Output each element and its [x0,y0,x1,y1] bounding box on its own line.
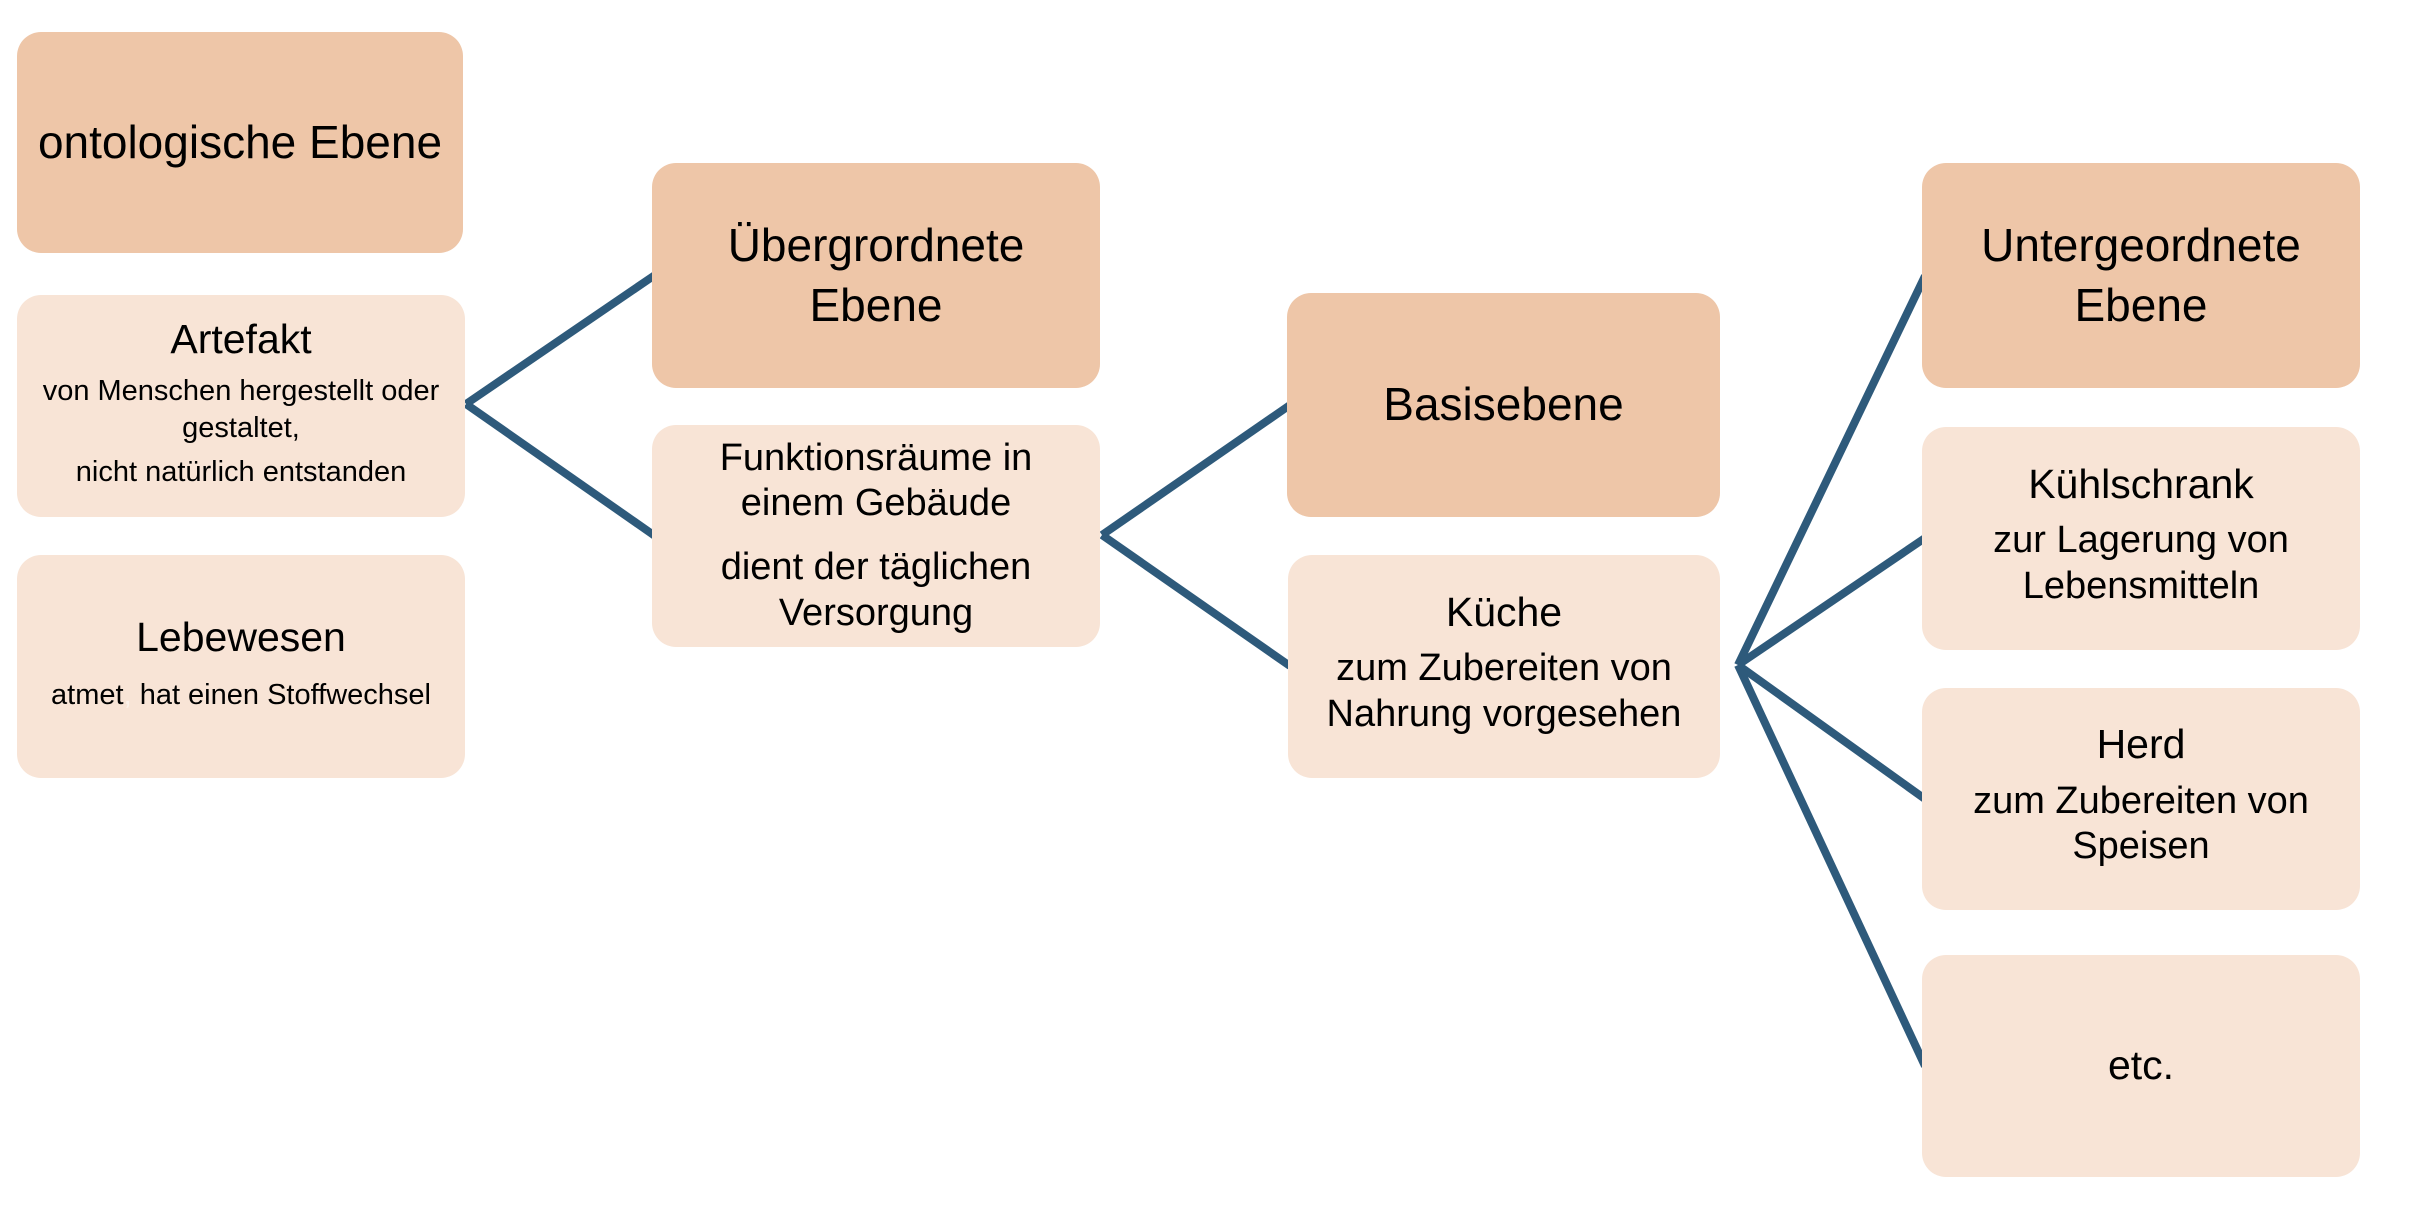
edge-artefakt-uebergeordnete [463,271,658,408]
node-description: zum Zubereiten von Speisen [1973,779,2309,868]
node-description: dient der täglichen Versorgung [720,546,1032,634]
node-description: zur Lagerung von Lebensmitteln [1993,519,2289,607]
node-kuehlschrank: Kühlschrank zur Lagerung von Lebensmitte… [1922,427,2360,650]
node-etc: etc. [1922,955,2360,1177]
node-title: Basisebene [1383,378,1624,431]
node-herd: Herd zum Zubereiten von Speisen [1922,688,2360,910]
node-title: ontologische Ebene [37,115,443,168]
node-untergeordnete-ebene: Untergeordnete Ebene [1922,163,2360,388]
edge-artefakt-funktionsraeume [463,400,658,540]
node-basisebene: Basisebene [1287,293,1720,517]
muted-comma: , [123,679,132,711]
node-kueche: Küche zum Zubereiten von Nahrung vorgese… [1288,555,1720,778]
node-artefakt: Artefakt von Menschen hergestellt oder g… [17,295,465,517]
edge-kueche-kuehlschrank [1735,534,1928,669]
node-title: Artefakt [170,316,312,362]
node-title: Küche [1445,588,1563,635]
node-ontologische-ebene: ontologische Ebene [17,32,463,253]
node-lebewesen: Lebewesen atmet, hat einen Stoffwechsel [17,555,465,778]
edge-funktionsraeume-basisebene [1099,401,1293,539]
node-description: Funktionsräume in einem Gebäude [719,436,1033,525]
node-uebergeordnete-ebene: Übergrordnete Ebene [652,163,1100,388]
edge-funktionsraeume-kueche [1099,531,1293,670]
edge-kueche-etc [1734,663,1929,1068]
node-description: atmet, hat einen Stoffwechsel [51,679,431,711]
edge-kueche-herd [1735,661,1928,803]
node-description: von Menschen hergestellt oder gestaltet, [42,375,440,444]
node-title: Kühlschrank [2028,460,2254,507]
node-title: Lebewesen [136,613,346,660]
node-title: Herd [2096,721,2186,768]
node-description: zum Zubereiten von Nahrung vorgesehen [1326,647,1682,735]
node-title: Übergrordnete Ebene [727,218,1025,331]
node-title: Untergeordnete Ebene [1981,218,2301,331]
node-title: etc. [2107,1042,2175,1089]
node-description: nicht natürlich entstanden [75,455,407,488]
node-funktionsraeume: Funktionsräume in einem Gebäude dient de… [652,425,1100,647]
edge-kueche-untergeordnete [1734,274,1929,667]
